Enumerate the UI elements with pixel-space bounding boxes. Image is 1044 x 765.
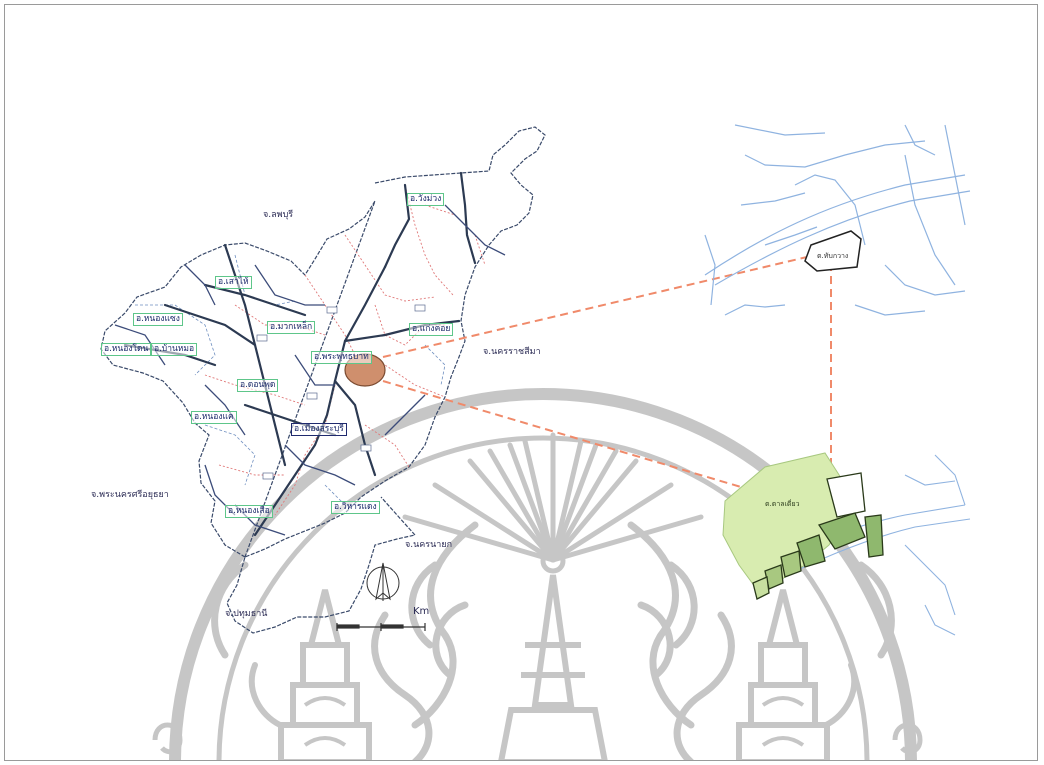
district-label: อ.แก่งคอย — [409, 323, 454, 336]
province-boundary — [100, 126, 546, 634]
scale-bar — [336, 623, 426, 631]
district-label: อ.วิหารแดง — [331, 501, 380, 514]
district-label: อ.พระพุทธบาท — [311, 351, 372, 364]
label-province-north: จ.ลพบุรี — [263, 210, 294, 220]
map-figure: จ.ลพบุรี จ.นครราชสีมา จ.พระนครศรีอยุธยา … — [4, 4, 1038, 761]
label-province-south2: จ.ปทุมธานี — [225, 609, 268, 619]
inset-map-top — [704, 124, 971, 316]
leader-lines — [382, 256, 832, 504]
district-label: อ.หนองแซง — [133, 313, 183, 326]
label-province-east: จ.นครราชสีมา — [483, 347, 541, 357]
parcel-plots — [752, 472, 884, 600]
district-label: อ.หนองแค — [191, 411, 237, 424]
district-label: อ.เมืองสระบุรี — [291, 423, 347, 436]
district-label: อ.หนองเสือ — [225, 505, 273, 518]
watermark-seal — [152, 388, 923, 760]
province-map — [100, 126, 546, 634]
label-province-south: จ.นครนายก — [405, 540, 453, 550]
label-province-southwest: จ.พระนครศรีอยุธยา — [91, 490, 169, 500]
district-label: อ.ดอนพุด — [237, 379, 279, 392]
district-label: อ.เสาไห้ — [215, 276, 252, 289]
map-canvas — [100, 124, 971, 760]
district-label: อ.บ้านหมอ — [151, 343, 198, 356]
district-label: อ.หนองโดน — [101, 343, 152, 356]
scale-unit-label: Km — [413, 606, 430, 617]
inset-bottom-label: ต.ตาลเดี่ยว — [765, 500, 800, 508]
district-label: อ.มวกเหล็ก — [267, 321, 316, 334]
north-arrow-icon — [366, 562, 400, 601]
inset-top-label: ต.ทับกวาง — [817, 252, 849, 260]
district-label: อ.วังม่วง — [407, 193, 445, 206]
inset-top-parcel — [804, 230, 862, 272]
